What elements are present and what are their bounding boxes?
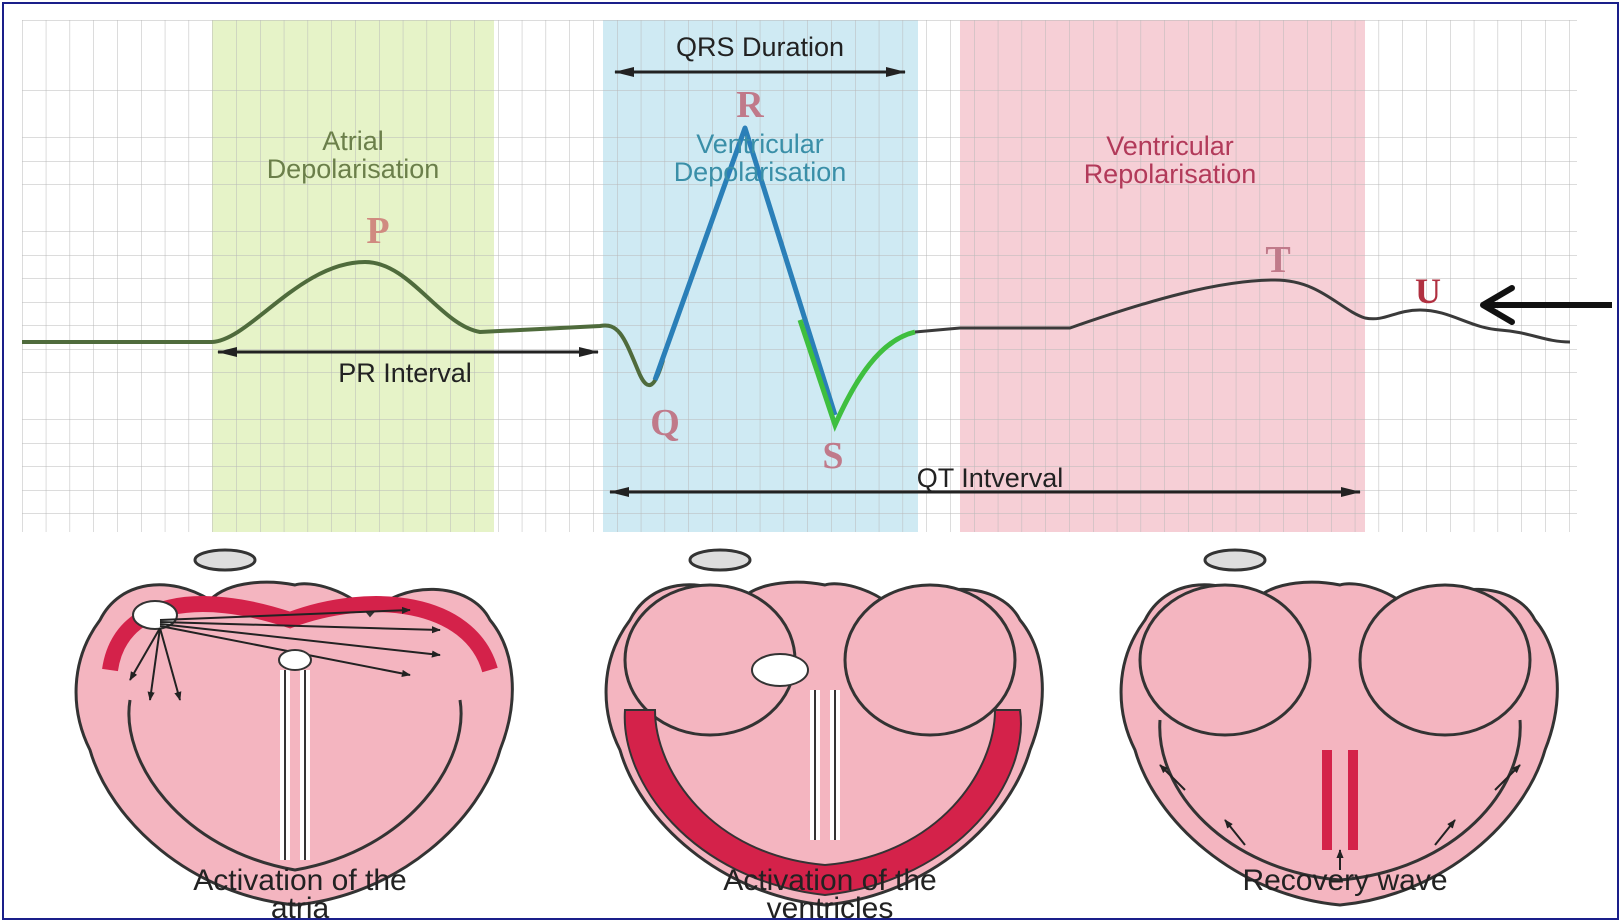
wave-q: Q <box>650 402 680 444</box>
atrial-label-line1: Atrial <box>322 126 384 156</box>
ventricular-depol-line1: Ventricular <box>696 129 824 159</box>
heart-outline <box>76 582 512 905</box>
wave-p: P <box>366 210 389 252</box>
right-atrium <box>845 585 1015 735</box>
wave-s: S <box>822 435 843 477</box>
vessel-opening <box>690 550 750 570</box>
qrs-duration-label: QRS Duration <box>676 32 844 62</box>
vessel-opening <box>1205 550 1265 570</box>
ventricular-repol-line2: Repolarisation <box>1084 159 1257 189</box>
vessel-opening <box>195 550 255 570</box>
wave-u: U <box>1415 271 1441 311</box>
caption-recovery: Recovery wave <box>1242 864 1447 897</box>
right-atrium <box>1360 585 1530 735</box>
caption-atria-line2: atria <box>271 892 330 924</box>
heart-ventricle-activation <box>606 550 1042 905</box>
left-atrium <box>1140 585 1310 735</box>
ventricular-repol-line1: Ventricular <box>1106 131 1234 161</box>
av-node <box>752 654 808 686</box>
caption-ventricles-line2: ventricles <box>767 892 894 924</box>
atrial-label-line2: Depolarisation <box>267 154 440 184</box>
heart-atria-activation <box>76 550 512 905</box>
ecg-strip: QRS Duration Atrial Depolarisation Ventr… <box>22 20 1612 532</box>
av-node <box>279 650 311 670</box>
ecg-grid <box>22 20 1577 532</box>
ventricular-depol-line2: Depolarisation <box>674 157 847 187</box>
heart-recovery-wave <box>1121 550 1557 905</box>
pr-interval-label: PR Interval <box>338 358 472 388</box>
wave-t: T <box>1265 239 1290 281</box>
wave-r: R <box>736 84 764 126</box>
qt-interval-label: QT Intverval <box>917 463 1064 493</box>
